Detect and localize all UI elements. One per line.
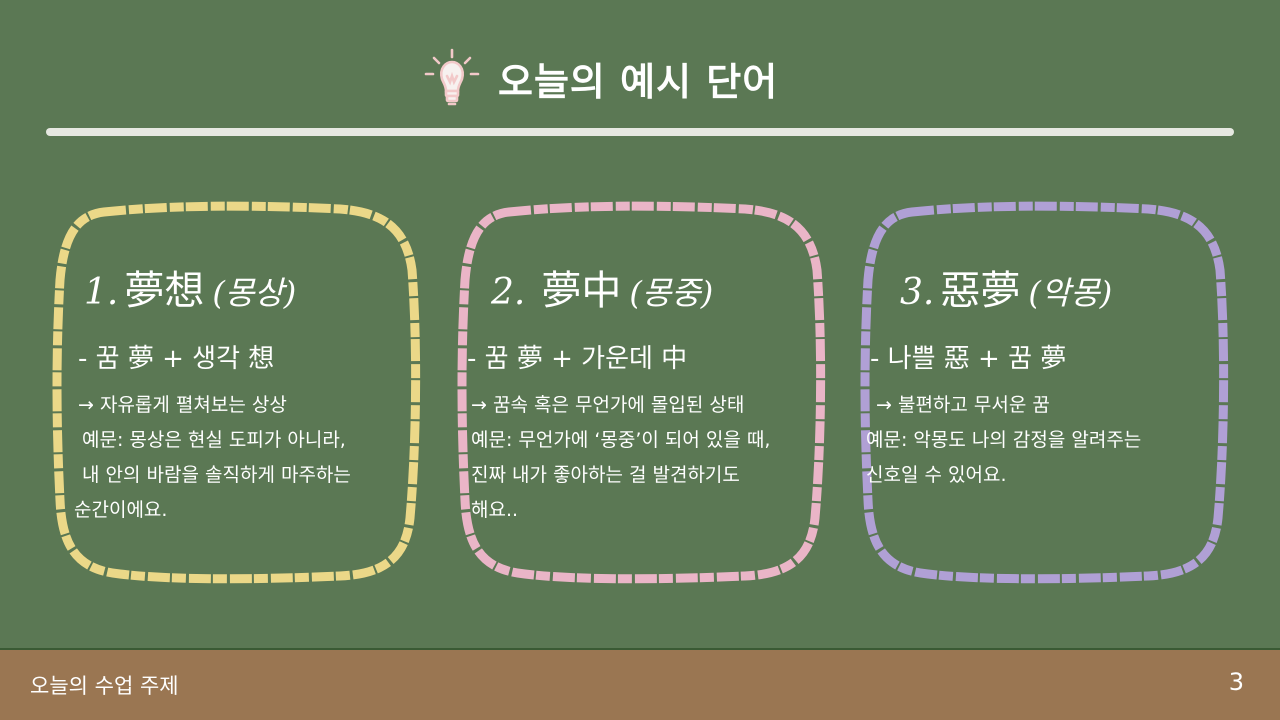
card-meaning: → 자유롭게 펼쳐보는 상상 (78, 394, 287, 416)
word-card-2: 2. 夢中(몽중) - 꿈 夢 + 가운데 中 → 꿈속 혹은 무언가에 몰입된 … (455, 200, 827, 584)
card-reading: (악몽) (1028, 274, 1113, 312)
card-example-line: 순간이에요. (74, 499, 168, 521)
card-heading: 1.夢想(몽상) (84, 262, 296, 321)
card-heading: 2. 夢中(몽중) (491, 262, 713, 321)
card-number: 1. (84, 272, 119, 313)
card-number: 2. (491, 272, 526, 313)
card-breakdown: - 꿈 夢 + 생각 想 (78, 344, 275, 374)
chalk-frame-yellow (52, 201, 421, 584)
card-example-line: 내 안의 바람을 솔직하게 마주하는 (82, 464, 351, 486)
lightbulb-icon (420, 46, 484, 110)
card-body: → 자유롭게 펼쳐보는 상상 예문: 몽상은 현실 도피가 아니라, 내 안의 … (74, 388, 351, 528)
card-example-line: 진짜 내가 좋아하는 걸 발견하기도 (471, 464, 740, 486)
chalk-frame-purple (860, 201, 1229, 584)
card-example-line: 예문: 몽상은 현실 도피가 아니라, (82, 429, 346, 451)
page-number: 3 (1228, 668, 1244, 696)
card-hanja: 惡夢 (940, 268, 1021, 314)
card-hanja: 夢中 (541, 268, 622, 314)
card-breakdown: - 나쁠 惡 + 꿈 夢 (870, 344, 1067, 374)
footer-bar: 오늘의 수업 주제 3 (0, 648, 1280, 720)
card-hanja: 夢想 (124, 268, 205, 314)
page-title: 오늘의 예시 단어 (498, 59, 779, 104)
card-example-line: 신호일 수 있어요. (866, 464, 1007, 486)
card-example-line: 해요.. (471, 499, 519, 521)
card-body: → 꿈속 혹은 무언가에 몰입된 상태 예문: 무언가에 ‘몽중’이 되어 있을… (471, 388, 770, 528)
card-body: → 불편하고 무서운 꿈 예문: 악몽도 나의 감정을 알려주는 신호일 수 있… (866, 388, 1141, 493)
footer-topic-label: 오늘의 수업 주제 (30, 674, 179, 698)
card-frame-2: 2. 夢中(몽중) - 꿈 夢 + 가운데 中 → 꿈속 혹은 무언가에 몰입된 … (455, 200, 827, 584)
chalk-divider (46, 128, 1234, 136)
card-breakdown: - 꿈 夢 + 가운데 中 (467, 344, 688, 374)
word-card-1: 1.夢想(몽상) - 꿈 夢 + 생각 想 → 자유롭게 펼쳐보는 상상 예문:… (50, 200, 422, 584)
card-meaning: → 꿈속 혹은 무언가에 몰입된 상태 (471, 394, 745, 416)
card-frame-1: 1.夢想(몽상) - 꿈 夢 + 생각 想 → 자유롭게 펼쳐보는 상상 예문:… (50, 200, 422, 584)
card-number: 3. (900, 272, 935, 313)
card-heading: 3.惡夢(악몽) (900, 262, 1112, 321)
card-frame-3: 3.惡夢(악몽) - 나쁠 惡 + 꿈 夢 → 불편하고 무서운 꿈 예문: 악… (858, 200, 1230, 584)
card-meaning: → 불편하고 무서운 꿈 (876, 394, 1050, 416)
card-example-line: 예문: 무언가에 ‘몽중’이 되어 있을 때, (471, 429, 771, 451)
chalk-frame-pink (457, 201, 826, 584)
title-area: 오늘의 예시 단어 (420, 40, 778, 116)
card-example-line: 예문: 악몽도 나의 감정을 알려주는 (866, 429, 1142, 451)
card-reading: (몽상) (212, 274, 297, 312)
word-card-3: 3.惡夢(악몽) - 나쁠 惡 + 꿈 夢 → 불편하고 무서운 꿈 예문: 악… (858, 200, 1230, 584)
card-reading: (몽중) (629, 274, 714, 312)
